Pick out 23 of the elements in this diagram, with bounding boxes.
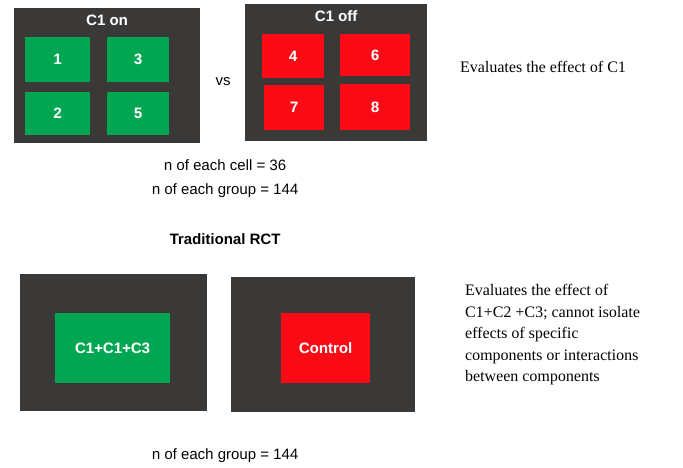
- condition-cell: 6: [340, 34, 410, 76]
- group-panel: [14, 8, 200, 143]
- section-heading: Traditional RCT: [168, 231, 282, 248]
- vs-label: vs: [214, 72, 232, 89]
- condition-cell: 5: [107, 92, 169, 135]
- condition-cell: 8: [340, 84, 410, 130]
- group-panel: [231, 277, 415, 412]
- description-note: Evaluates the effect of C1: [460, 58, 627, 78]
- sample-size-note: n of each group = 144: [150, 181, 300, 198]
- condition-cell: Control: [281, 313, 370, 383]
- condition-cell: 1: [25, 37, 90, 82]
- condition-cell: C1+C1+C3: [55, 313, 170, 383]
- group-title: C1 off: [314, 8, 358, 25]
- condition-cell: 4: [262, 34, 324, 78]
- group-panel: [20, 274, 207, 411]
- group-title: C1 on: [86, 12, 128, 29]
- condition-cell: 3: [107, 37, 169, 82]
- description-note: Evaluates the effect of C1+C2 +C3; cannot isolate effects of specific components or interactions between components: [465, 281, 641, 388]
- sample-size-note: n of each cell = 36: [162, 157, 288, 174]
- condition-cell: 2: [25, 92, 90, 135]
- condition-cell: 7: [264, 85, 324, 130]
- sample-size-note: n of each group = 144: [150, 446, 300, 463]
- group-panel: [245, 4, 427, 141]
